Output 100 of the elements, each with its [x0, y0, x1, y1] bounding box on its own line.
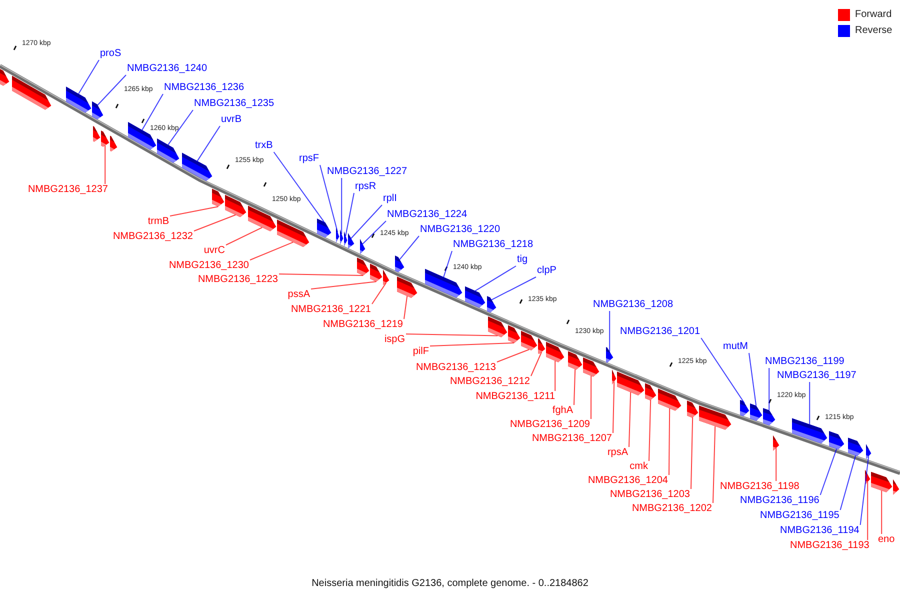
- gene-label: NMBG2136_1232: [112, 232, 193, 242]
- gene-label: cmk: [630, 462, 648, 472]
- gene-label: uvrC: [204, 246, 225, 256]
- gene-label: NMBG2136_1204: [588, 476, 668, 486]
- leader-line: [168, 110, 194, 146]
- gene-feature-block: [157, 138, 180, 163]
- leader-line: [530, 352, 542, 376]
- gene-label: NMBG2136_1194: [780, 526, 860, 536]
- gene-label: NMBG2136_1219: [322, 320, 403, 330]
- gene-feature-block: [66, 86, 92, 113]
- gene-label: uvrB: [221, 115, 242, 125]
- gene-feature-block: [612, 370, 616, 384]
- gene-feature-block: [538, 338, 546, 354]
- leader-line: [748, 352, 757, 406]
- gene-label: pilF: [412, 347, 429, 357]
- gene-feature-block: [93, 126, 100, 142]
- leader-line: [341, 178, 342, 234]
- gene-feature-block: [740, 400, 750, 416]
- leader-line: [310, 281, 377, 290]
- gene-label: NMBG2136_1212: [450, 377, 530, 387]
- gene-feature-block: [360, 239, 366, 254]
- leader-line: [404, 296, 408, 320]
- leader-line: [881, 490, 882, 534]
- leader-line: [350, 204, 382, 239]
- leader-line: [474, 266, 516, 292]
- gene-label: clpP: [537, 266, 556, 276]
- gene-label: NMBG2136_1230: [168, 261, 249, 271]
- leader-line: [690, 416, 694, 490]
- gene-feature-block: [750, 404, 762, 421]
- gene-label: NMBG2136_1203: [610, 490, 690, 500]
- gene-feature-block: [383, 270, 390, 285]
- gene-feature-block: [848, 438, 864, 456]
- leader-line: [628, 392, 632, 448]
- gene-feature-block: [583, 358, 600, 377]
- gene-label: NMBG2136_1240: [127, 64, 208, 74]
- leader-line: [648, 400, 652, 462]
- gene-feature-block: [425, 268, 462, 298]
- gene-label: NMBG2136_1193: [790, 541, 870, 551]
- gene-feature-block: [568, 351, 582, 370]
- gene-label: eno: [878, 535, 895, 545]
- leader-line: [867, 481, 868, 540]
- gene-label: rplI: [383, 194, 397, 204]
- gene-feature-block: [344, 231, 348, 246]
- caption: Neisseria meningitidis G2136, complete genome. - 0..2184862: [312, 578, 588, 590]
- gene-feature-block: [182, 152, 212, 181]
- gene-label: NMBG2136_1202: [632, 504, 712, 514]
- gene-feature-block: [12, 76, 52, 110]
- gene-label: tig: [517, 255, 528, 265]
- gene-feature-block: [865, 470, 870, 485]
- gene-feature-block: [488, 316, 508, 338]
- gene-label: rpsF: [299, 154, 319, 164]
- leader-line: [320, 164, 338, 233]
- gene-feature-block: [336, 228, 340, 243]
- leader-line: [406, 334, 498, 336]
- gene-label: NMBG2136_1196: [740, 496, 820, 506]
- leader-line: [590, 375, 592, 420]
- legend-label: Forward: [855, 10, 892, 20]
- gene-feature-block: [212, 188, 224, 207]
- legend-label: Reverse: [855, 26, 892, 36]
- gene-label: NMBG2136_1224: [387, 210, 468, 220]
- leader-line: [820, 448, 838, 496]
- leader-line: [250, 242, 294, 260]
- leader-line: [97, 74, 126, 106]
- leader-line: [612, 381, 615, 434]
- gene-label: NMBG2136_1198: [720, 482, 800, 492]
- gene-label: NMBG2136_1235: [194, 99, 274, 109]
- leader-line: [362, 220, 386, 244]
- gene-label: NMBG2136_1213: [416, 363, 496, 373]
- leader-line: [491, 276, 536, 300]
- gene-feature-block: [645, 383, 656, 400]
- leader-line: [496, 349, 530, 362]
- leader-line: [226, 227, 263, 246]
- leader-line: [574, 368, 576, 406]
- gene-feature-block: [317, 218, 332, 238]
- gene-feature-block: [348, 233, 354, 248]
- leader-line: [668, 408, 670, 476]
- leader-line: [809, 382, 810, 425]
- gene-feature-block: [92, 101, 104, 120]
- gene-label: NMBG2136_1208: [593, 300, 674, 310]
- gene-feature-block: [395, 256, 404, 272]
- gene-feature-block: [101, 130, 110, 147]
- leader-line: [278, 274, 364, 276]
- gene-label: rpsR: [355, 182, 376, 192]
- gene-feature-block: [792, 418, 828, 444]
- gene-label: trxB: [255, 141, 273, 151]
- gene-feature-block: [340, 230, 344, 244]
- leader-line: [430, 342, 515, 346]
- gene-label: NMBG2136_1195: [760, 511, 840, 521]
- gene-label: NMBG2136_1199: [765, 357, 844, 367]
- gene-label: NMBG2136_1221: [290, 305, 371, 315]
- gene-feature-block: [829, 431, 844, 450]
- gene-feature-block: [866, 444, 872, 460]
- gene-label: NMBG2136_1220: [420, 225, 500, 235]
- gene-feature-block: [248, 206, 276, 232]
- leader-line: [345, 192, 354, 236]
- gene-feature-block: [508, 325, 520, 343]
- gene-feature-block: [397, 276, 418, 298]
- leader-line: [78, 60, 100, 94]
- gene-label: NMBG2136_1207: [532, 434, 612, 444]
- gene-label: NMBG2136_1197: [777, 371, 856, 381]
